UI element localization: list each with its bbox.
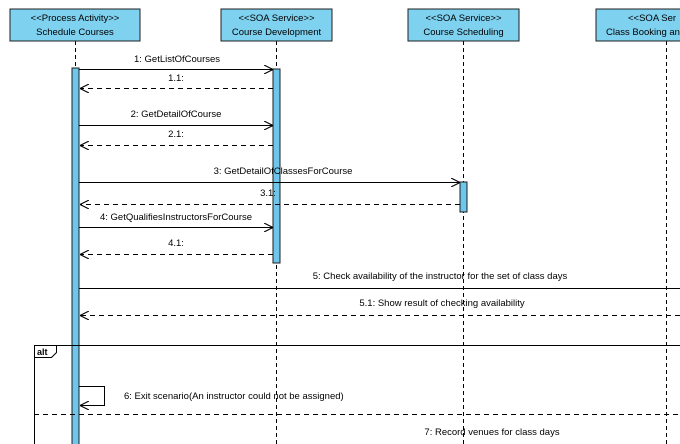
- participant-schedule-courses[interactable]: <<Process Activity>> Schedule Courses: [9, 8, 141, 42]
- message-label: 4.1:: [168, 238, 184, 249]
- participant-name: Schedule Courses: [36, 27, 114, 38]
- fragment-operator-tab: [34, 345, 57, 358]
- participant-course-development[interactable]: <<SOA Service>> Course Development: [220, 8, 333, 42]
- message-label: 3.1:: [260, 188, 276, 199]
- message-label: 2: GetDetailOfCourse: [131, 109, 222, 120]
- alt-fragment: alt: [34, 345, 680, 444]
- participant-stereotype: <<SOA Ser: [628, 13, 676, 24]
- activation-schedule-courses: [71, 67, 80, 444]
- message-label: 2.1:: [168, 129, 184, 140]
- message-label: 7: Record venues for class days: [424, 427, 559, 438]
- fragment-operator-label: alt: [37, 347, 48, 357]
- activation-course-development: [272, 68, 281, 264]
- message-label: 6: Exit scenario(An instructor could not…: [124, 391, 344, 402]
- participant-name: Course Scheduling: [423, 27, 503, 38]
- participant-name: Class Booking an: [606, 27, 680, 38]
- participant-class-booking[interactable]: <<SOA Ser Class Booking an: [595, 8, 680, 42]
- message-label: 3: GetDetailOfClassesForCourse: [214, 166, 353, 177]
- message-label: 1.1:: [168, 73, 184, 84]
- self-message-arrow[interactable]: [79, 386, 105, 406]
- participant-course-scheduling[interactable]: <<SOA Service>> Course Scheduling: [407, 8, 520, 42]
- message-label: 5.1: Show result of checking availabilit…: [359, 298, 525, 309]
- message-label: 4: GetQualifiesInstructorsForCourse: [100, 212, 252, 223]
- participant-stereotype: <<SOA Service>>: [425, 13, 501, 24]
- activation-course-scheduling: [459, 181, 468, 213]
- participant-name: Course Development: [232, 27, 322, 38]
- message-label: 5: Check availability of the instructor …: [313, 271, 568, 282]
- participant-stereotype: <<Process Activity>>: [31, 13, 120, 24]
- participant-stereotype: <<SOA Service>>: [238, 13, 314, 24]
- message-label: 1: GetListOfCourses: [134, 54, 220, 65]
